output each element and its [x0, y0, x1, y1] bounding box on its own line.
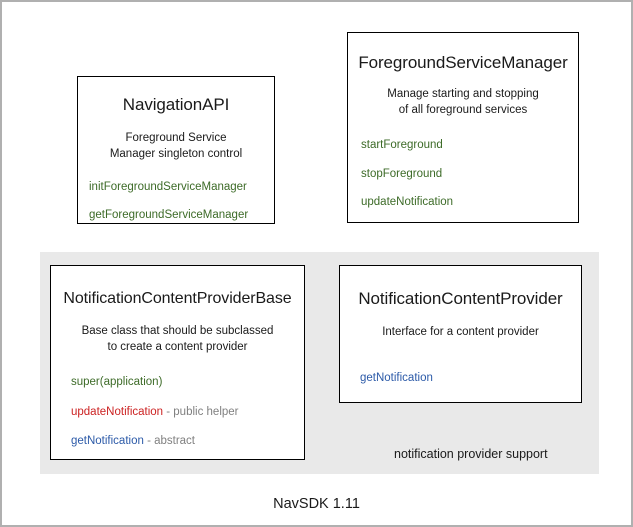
member-name: getNotification — [71, 435, 144, 448]
member-row: initForegroundServiceManager — [89, 182, 274, 194]
member-list-notification-content-provider-base: super(application) updateNotification - … — [51, 376, 304, 448]
class-card-notification-content-provider: NotificationContentProvider Interface fo… — [339, 265, 582, 403]
member-row: stopForeground — [361, 167, 578, 181]
member-list-foreground-service-manager: startForeground stopForeground updateNot… — [348, 140, 578, 209]
class-card-foreground-service-manager: ForegroundServiceManager Manage starting… — [347, 32, 579, 223]
member-row: updateNotification - public helper — [71, 405, 304, 419]
member-name: stopForeground — [361, 167, 443, 180]
class-title-notification-content-provider-base: NotificationContentProviderBase — [63, 290, 292, 307]
member-row: getNotification — [360, 371, 581, 385]
member-row: getForegroundServiceManager — [89, 208, 274, 222]
class-title-navigation-api: NavigationAPI — [122, 95, 230, 114]
member-row: super(application) — [71, 376, 304, 389]
class-description-foreground-service-manager: Manage starting and stopping of all fore… — [387, 88, 539, 116]
member-name: initForegroundServiceManager — [89, 181, 247, 194]
member-row: updateNotification — [361, 197, 578, 209]
class-description-notification-content-provider-base: Base class that should be subclassed to … — [81, 325, 274, 353]
member-name: updateNotification — [71, 405, 164, 418]
class-description-notification-content-provider: Interface for a content provider — [382, 326, 539, 339]
member-row: getNotification - abstract — [71, 435, 304, 448]
member-name: getNotification — [360, 371, 433, 384]
class-description-navigation-api: Foreground Service Manager singleton con… — [109, 132, 243, 160]
member-note: - abstract — [143, 435, 196, 448]
class-card-notification-content-provider-base: NotificationContentProviderBase Base cla… — [50, 265, 305, 460]
member-note: - public helper — [163, 405, 239, 418]
member-row: startForeground — [361, 140, 578, 152]
member-name: updateNotification — [361, 196, 454, 209]
member-list-notification-content-provider: getNotification — [340, 371, 581, 385]
figure-caption: NavSDK 1.11 — [273, 496, 360, 512]
member-name: startForeground — [361, 139, 443, 152]
panel-caption: notification provider support — [394, 447, 548, 461]
class-title-foreground-service-manager: ForegroundServiceManager — [358, 53, 568, 72]
member-list-navigation-api: initForegroundServiceManager getForegrou… — [78, 182, 274, 221]
member-name: super(application) — [71, 376, 163, 389]
class-card-navigation-api: NavigationAPI Foreground Service Manager… — [77, 76, 275, 224]
member-name: getForegroundServiceManager — [89, 208, 249, 221]
class-title-notification-content-provider: NotificationContentProvider — [358, 289, 563, 308]
